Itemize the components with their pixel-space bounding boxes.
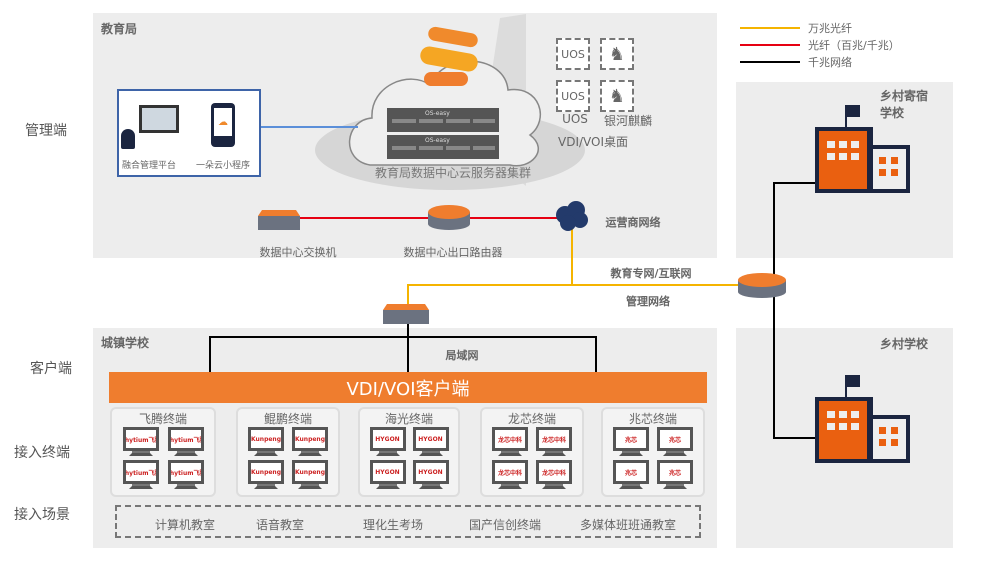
scene-item: 计算机教室 bbox=[154, 518, 216, 532]
gigabit-line-rural bbox=[773, 295, 820, 439]
isp-cloud-icon bbox=[556, 201, 588, 231]
user-icon bbox=[121, 129, 135, 149]
rural-boarding-building-icon bbox=[815, 105, 910, 193]
gigabit-line-boarding bbox=[762, 182, 820, 276]
legend-fiber: 光纤（百兆/千兆） bbox=[740, 37, 900, 53]
vdi-client-bar: VDI/VOI客户端 bbox=[109, 372, 707, 403]
terminal-monitor-icon: Phytium飞腾 bbox=[120, 427, 161, 456]
server-brand: OS-easy bbox=[425, 137, 450, 144]
mgmt-net-label: 管理网络 bbox=[626, 295, 670, 308]
edu-net-label: 教育专网/互联网 bbox=[610, 267, 692, 280]
terminal-monitor-icon: Kunpeng bbox=[246, 460, 286, 489]
terminal-title: 鲲鹏终端 bbox=[263, 412, 312, 426]
scene-item: 国产信创终端 bbox=[468, 518, 542, 532]
terminal-monitor-icon: Kunpeng bbox=[246, 427, 286, 456]
label-management: 管理端 bbox=[25, 123, 67, 139]
legend-fiber10g: 万兆光纤 bbox=[740, 20, 852, 36]
terminal-monitor-icon: 兆芯 bbox=[611, 460, 651, 489]
kylin-icon: ♞ bbox=[600, 38, 634, 70]
label-scene: 接入场景 bbox=[14, 507, 70, 523]
terminal-monitor-icon: 龙芯中科 bbox=[534, 427, 574, 456]
terminal-group: 兆芯终端兆芯兆芯兆芯兆芯 bbox=[601, 407, 705, 497]
terminal-monitor-icon: 兆芯 bbox=[611, 427, 651, 456]
phone-icon: ☁ bbox=[211, 103, 235, 147]
legend-gigabit: 千兆网络 bbox=[740, 54, 852, 70]
terminal-monitor-icon: 兆芯 bbox=[655, 427, 695, 456]
terminal-title: 海光终端 bbox=[384, 412, 433, 426]
scene-item: 语音教室 bbox=[255, 518, 305, 532]
scene-item: 理化生考场 bbox=[362, 518, 424, 532]
server-icon bbox=[387, 108, 499, 159]
rural-boarding-title: 乡村寄宿学校 bbox=[880, 89, 929, 120]
datacenter-router-icon bbox=[428, 205, 470, 230]
kylin-label: 银河麒麟 bbox=[603, 114, 653, 128]
terminal-monitor-icon: Kunpeng bbox=[290, 427, 330, 456]
scene-item: 多媒体班班通教室 bbox=[579, 518, 677, 532]
lan-label: 局域网 bbox=[445, 349, 479, 362]
kylin-icon: ♞ bbox=[600, 80, 634, 112]
scene-box bbox=[115, 505, 701, 538]
miniapp-label: 一朵云小程序 bbox=[195, 161, 251, 171]
town-switch-icon bbox=[383, 304, 429, 324]
uos-label: UOS bbox=[562, 112, 588, 126]
terminal-monitor-icon: HYGON bbox=[411, 427, 450, 456]
rural-router-icon bbox=[738, 273, 786, 298]
terminal-monitor-icon: 兆芯 bbox=[655, 460, 695, 489]
terminal-monitor-icon: 龙芯中科 bbox=[490, 427, 530, 456]
terminal-monitor-icon: HYGON bbox=[411, 460, 450, 489]
terminal-monitor-icon: Phytium飞腾 bbox=[165, 460, 206, 489]
terminal-title: 兆芯终端 bbox=[628, 412, 677, 426]
terminal-group: 飞腾终端Phytium飞腾Phytium飞腾Phytium飞腾Phytium飞腾 bbox=[110, 407, 216, 497]
terminal-monitor-icon: 龙芯中科 bbox=[490, 460, 530, 489]
terminal-monitor-icon: 龙芯中科 bbox=[534, 460, 574, 489]
label-client: 客户端 bbox=[30, 361, 72, 377]
cluster-label: 教育局数据中心云服务器集群 bbox=[374, 166, 532, 180]
terminal-monitor-icon: Phytium飞腾 bbox=[120, 460, 161, 489]
isp-label: 运营商网络 bbox=[605, 216, 661, 229]
terminal-group: 龙芯终端龙芯中科龙芯中科龙芯中科龙芯中科 bbox=[480, 407, 584, 497]
terminal-monitor-icon: HYGON bbox=[368, 460, 407, 489]
switch-label: 数据中心交换机 bbox=[259, 246, 337, 259]
lan-line bbox=[209, 336, 597, 372]
terminal-monitor-icon: Phytium飞腾 bbox=[165, 427, 206, 456]
router-label: 数据中心出口路由器 bbox=[403, 246, 503, 259]
terminal-monitor-icon: Kunpeng bbox=[290, 460, 330, 489]
town-school-title: 城镇学校 bbox=[101, 336, 150, 350]
label-terminal: 接入终端 bbox=[14, 445, 70, 461]
uos-box: UOS bbox=[556, 38, 590, 70]
terminal-title: 飞腾终端 bbox=[138, 412, 187, 426]
server-brand: OS-easy bbox=[425, 110, 450, 117]
monitor-icon bbox=[139, 105, 179, 133]
platform-label: 融合管理平台 bbox=[121, 161, 177, 171]
management-box: ☁ 融合管理平台 一朵云小程序 bbox=[117, 89, 261, 177]
datacenter-switch-icon bbox=[258, 210, 300, 230]
terminal-title: 龙芯终端 bbox=[507, 412, 556, 426]
oseasy-logo-icon bbox=[420, 26, 478, 86]
uos-box: UOS bbox=[556, 80, 590, 112]
bureau-title: 教育局 bbox=[101, 22, 138, 36]
terminal-monitor-icon: HYGON bbox=[368, 427, 407, 456]
desktop-label: VDI/VOI桌面 bbox=[557, 135, 629, 149]
rural-school-building-icon bbox=[815, 375, 910, 463]
rural-school-title: 乡村学校 bbox=[880, 337, 929, 351]
